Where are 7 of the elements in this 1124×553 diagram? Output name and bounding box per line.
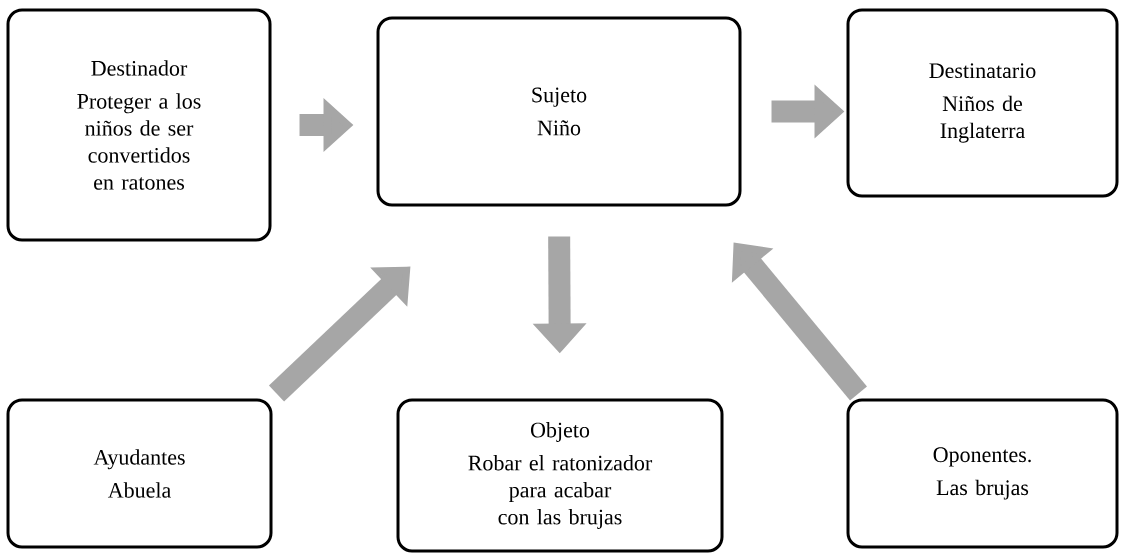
rounded-box: Ayudantes Abuela	[6, 398, 273, 549]
rounded-box: Destinador Proteger a los niños de ser convertidos en ratones	[6, 8, 272, 242]
rounded-box: Objeto Robar el ratonizador para acabar con las brujas	[396, 398, 724, 553]
rounded-box: Destinatario Niños de Inglaterra	[846, 8, 1119, 198]
rounded-box: Sujeto Niño	[376, 16, 742, 207]
block-arrow	[268, 266, 411, 402]
rounded-box: Oponentes. Las brujas	[846, 398, 1119, 549]
